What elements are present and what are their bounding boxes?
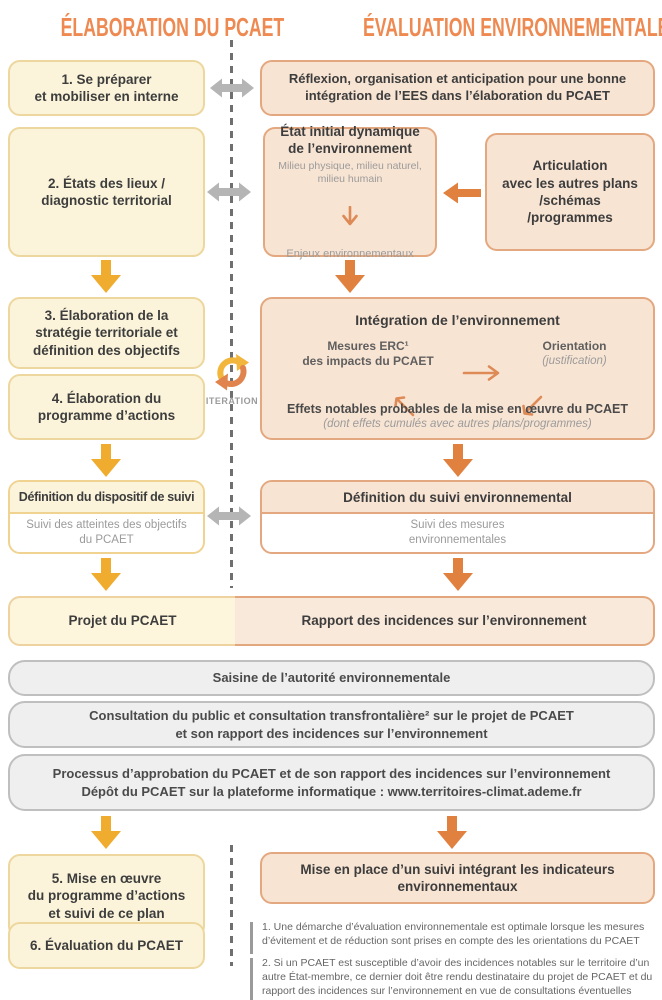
down-arrow-yellow-icon	[91, 444, 121, 477]
step3-label: 3. Élaboration de la stratégie territori…	[32, 308, 180, 358]
processus-approbation-box: Processus d’approbation du PCAET et de s…	[8, 754, 655, 811]
step2-label: 2. États des lieux / diagnostic territor…	[41, 175, 172, 208]
step6-box: 6. Évaluation du PCAET	[8, 922, 205, 969]
articulation-label: Articulation avec les autres plans /sché…	[502, 158, 638, 226]
suivi-environnemental-title: Définition du suivi environnemental	[262, 482, 653, 514]
right-arrow-icon	[462, 347, 504, 400]
step6-label: 6. Évaluation du PCAET	[29, 937, 184, 953]
column-header-right-label: ÉVALUATION ENVIRONNEMENTALE STRATÉGIQUE	[363, 12, 662, 42]
dispositif-suivi-box: Définition du dispositif de suivi Suivi …	[8, 480, 205, 554]
exchange-arrow-icon	[206, 179, 252, 205]
column-divider-dashed-line-bottom	[230, 845, 233, 966]
up-left-arrow-icon	[392, 377, 416, 436]
mise-en-place-suivi-box: Mise en place d’un suivi intégrant les i…	[260, 852, 655, 904]
rapport-incidences-label: Rapport des incidences sur l’environneme…	[301, 613, 587, 629]
etat-initial-subtitle: Milieu physique, milieu naturel, milieu …	[278, 159, 422, 185]
down-arrow-yellow-icon	[91, 558, 121, 591]
column-header-left: ÉLABORATION DU PCAET	[8, 10, 285, 44]
down-left-arrow-icon	[520, 377, 544, 436]
iteration-label: ITERATION	[205, 396, 259, 406]
mesures-erc-label: Mesures ERC¹ des impacts du PCAET	[302, 339, 434, 369]
down-arrow-yellow-icon	[91, 260, 121, 293]
step2-box: 2. États des lieux / diagnostic territor…	[8, 127, 205, 257]
small-down-arrow-icon	[341, 188, 359, 245]
mise-en-place-suivi-label: Mise en place d’un suivi intégrant les i…	[300, 861, 615, 894]
step1-box: 1. Se préparer et mobiliser en interne	[8, 60, 205, 116]
step3-box: 3. Élaboration de la stratégie territori…	[8, 297, 205, 369]
saisine-label: Saisine de l’autorité environnementale	[212, 670, 451, 686]
footnote2: 2. Si un PCAET est susceptible d’avoir d…	[262, 957, 653, 998]
integration-box: Intégration de l’environnement Mesures E…	[260, 297, 655, 440]
step1-label: 1. Se préparer et mobiliser en interne	[34, 71, 179, 104]
down-arrow-orange-icon	[437, 816, 467, 849]
etat-initial-box: État initial dynamique de l’environnemen…	[263, 124, 437, 260]
effets-sub-label: (dont effets cumulés avec autres plans/p…	[323, 418, 592, 430]
articulation-box: Articulation avec les autres plans /sché…	[485, 133, 655, 251]
left-arrow-icon	[443, 180, 481, 206]
reflexion-label: Réflexion, organisation et anticipation …	[288, 71, 627, 103]
column-header-left-label: ÉLABORATION DU PCAET	[60, 12, 285, 42]
footnote1-bar	[250, 922, 253, 954]
column-divider-dashed-line	[230, 40, 233, 588]
down-arrow-yellow-icon	[91, 816, 121, 849]
consultation-label: Consultation du public et consultation t…	[89, 707, 574, 741]
step5-label: 5. Mise en œuvre du programme d’actions …	[27, 871, 186, 921]
projet-pcaet-box: Projet du PCAET	[8, 596, 235, 646]
exchange-arrow-icon	[209, 75, 255, 101]
saisine-box: Saisine de l’autorité environnementale	[8, 660, 655, 696]
enjeux-label: Enjeux environnementaux	[286, 247, 414, 260]
dispositif-suivi-subtitle: Suivi des atteintes des objectifs du PCA…	[26, 519, 187, 546]
step4-label: 4. Élaboration du programme d’actions	[37, 390, 176, 423]
iteration-icon	[210, 350, 254, 394]
suivi-environnemental-box: Définition du suivi environnemental Suiv…	[260, 480, 655, 554]
effets-label: Effets notables probables de la mise en …	[286, 402, 629, 416]
integration-title: Intégration de l’environnement	[355, 312, 560, 328]
orientation-label: Orientation	[542, 339, 607, 353]
step4-box: 4. Élaboration du programme d’actions	[8, 374, 205, 440]
processus-approbation-label: Processus d’approbation du PCAET et de s…	[52, 765, 611, 799]
dispositif-suivi-title: Définition du dispositif de suivi	[10, 482, 203, 514]
down-arrow-orange-icon	[443, 558, 473, 591]
footnote1: 1. Une démarche d’évaluation environneme…	[262, 921, 645, 948]
rapport-incidences-box: Rapport des incidences sur l’environneme…	[235, 596, 655, 646]
projet-pcaet-label: Projet du PCAET	[68, 613, 177, 629]
column-header-right: ÉVALUATION ENVIRONNEMENTALE STRATÉGIQUE	[260, 10, 662, 44]
orientation-justification-label: (justification)	[542, 355, 607, 367]
down-arrow-orange-icon	[335, 260, 365, 293]
etat-initial-title: État initial dynamique de l’environnemen…	[280, 124, 420, 157]
consultation-box: Consultation du public et consultation t…	[8, 701, 655, 748]
down-arrow-orange-icon	[443, 444, 473, 477]
suivi-environnemental-subtitle: Suivi des mesures environnementales	[408, 519, 507, 546]
reflexion-box: Réflexion, organisation et anticipation …	[260, 60, 655, 116]
footnote2-bar	[250, 958, 253, 1000]
exchange-arrow-icon	[206, 503, 252, 529]
